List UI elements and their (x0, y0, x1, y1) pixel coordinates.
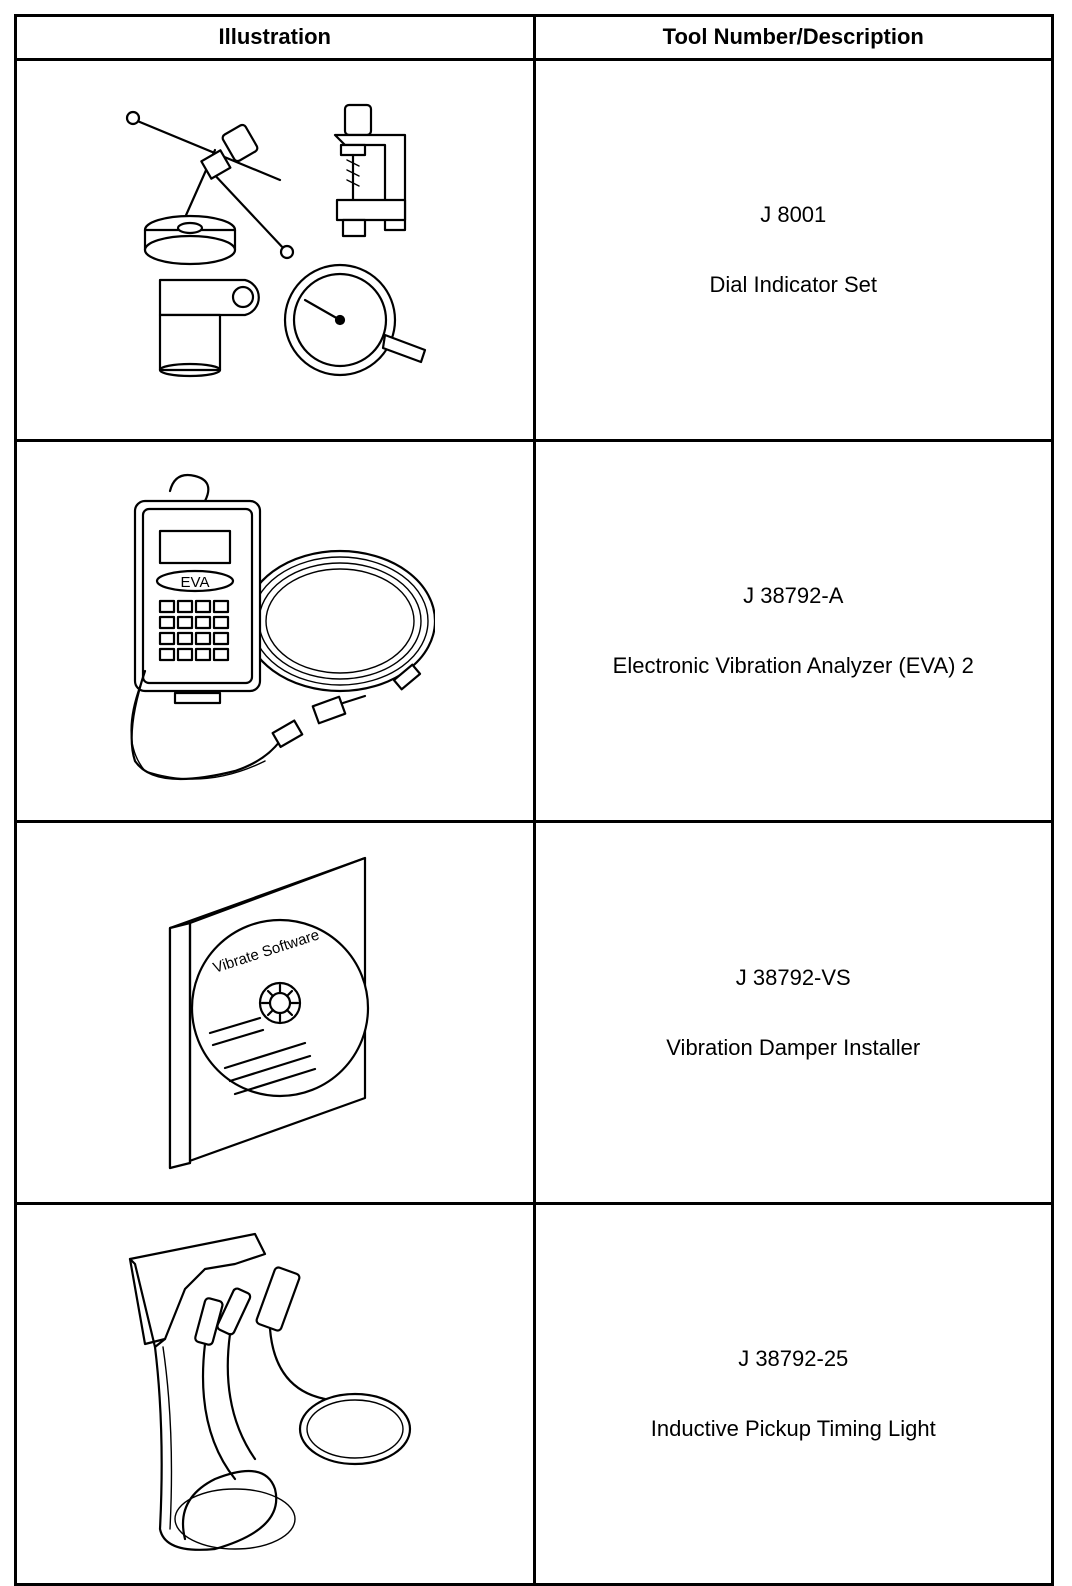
tool-number: J 38792-25 (738, 1345, 849, 1371)
table-header-row: Illustration Tool Number/Description (14, 14, 1054, 61)
tool-description: Vibration Damper Installer (666, 1034, 921, 1060)
table-row: J 38792-25 Inductive Pickup Timing Light (14, 1201, 1054, 1586)
software-cd-illustration: Vibrate Software (168, 856, 369, 1169)
tool-description: Dial Indicator Set (709, 272, 878, 298)
illustration-cell (14, 57, 536, 443)
tool-table: Illustration Tool Number/Description (14, 14, 1054, 1586)
illustration-cell (14, 1201, 536, 1586)
description-cell: J 8001 Dial Indicator Set (532, 57, 1054, 443)
header-tool-number-description: Tool Number/Description (532, 14, 1054, 61)
header-illustration: Illustration (14, 14, 536, 61)
illustration-cell: EVA (14, 439, 536, 824)
description-cell: J 38792-25 Inductive Pickup Timing Light (532, 1201, 1054, 1586)
tool-number: J 38792-A (743, 583, 844, 609)
table-row: EVA J 38792-A Electronic Vib (14, 439, 1054, 824)
vibration-analyzer-illustration: EVA (130, 474, 435, 781)
table-row: Vibrate Software J 38792-VS Vibration Da… (14, 820, 1054, 1205)
tool-description: Inductive Pickup Timing Light (650, 1415, 936, 1441)
description-cell: J 38792-VS Vibration Damper Installer (532, 820, 1054, 1205)
tool-number: J 38792-VS (735, 964, 851, 990)
description-cell: J 38792-A Electronic Vibration Analyzer … (532, 439, 1054, 824)
dial-indicator-set-illustration (125, 103, 426, 378)
table-row: J 8001 Dial Indicator Set (14, 57, 1054, 443)
device-label: EVA (180, 574, 209, 591)
tool-number: J 8001 (760, 202, 827, 228)
timing-light-illustration (128, 1232, 411, 1551)
tool-description: Electronic Vibration Analyzer (EVA) 2 (612, 653, 974, 679)
illustration-cell: Vibrate Software (14, 820, 536, 1205)
